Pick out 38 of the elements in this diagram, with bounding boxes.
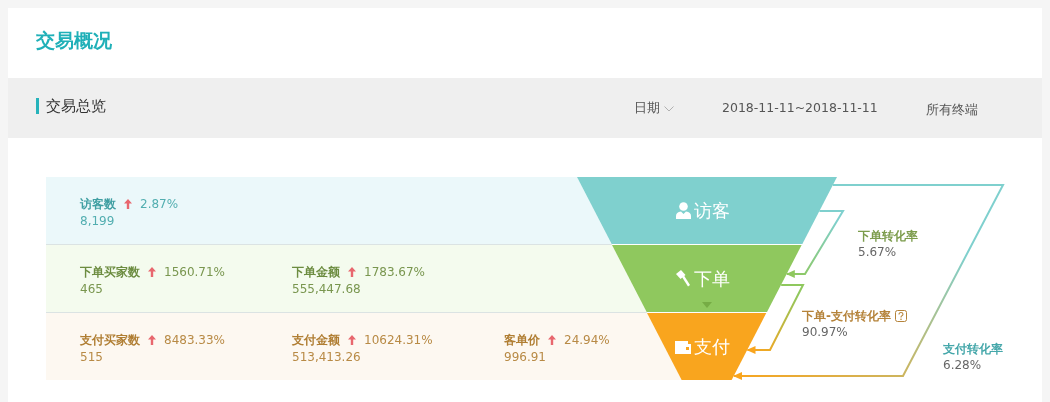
funnel-segment <box>647 313 767 380</box>
metric-band <box>46 313 682 380</box>
metric-name: 支付金额 <box>292 332 340 348</box>
metric-value: 555,447.68 <box>292 281 361 297</box>
metric-value: 465 <box>80 281 103 297</box>
metric-value: 8,199 <box>80 213 115 229</box>
filter-label: 日期 <box>634 99 660 117</box>
change-percent: 2.87% <box>140 196 179 212</box>
date-range: 2018-11-11~2018-11-11 <box>722 99 878 117</box>
funnel-label: 下单 <box>694 267 731 290</box>
metric-name: 下单买家数 <box>80 264 140 280</box>
change-percent: 8483.33% <box>164 332 226 348</box>
metric-name: 访客数 <box>80 196 116 212</box>
section-heading: 交易总览 <box>46 97 106 115</box>
metric-band <box>46 245 647 313</box>
metric-value: 513,413.26 <box>292 349 361 365</box>
page-title: 交易概况 <box>36 28 112 52</box>
metric-value: 515 <box>80 349 103 365</box>
funnel-segment <box>612 245 802 312</box>
change-percent: 1783.67% <box>364 264 426 280</box>
edge-label: 下单转化率 5.67% <box>858 228 918 260</box>
change-percent: 24.94% <box>564 332 610 348</box>
metric-name: 下单金额 <box>292 264 340 280</box>
change-percent: 10624.31% <box>364 332 433 348</box>
funnel-label: 访客 <box>694 199 730 222</box>
connector-arrow <box>746 284 805 354</box>
funnel-label: 支付 <box>694 335 731 358</box>
metric-band <box>46 177 612 245</box>
edge-label: 支付转化率 6.28% <box>943 341 1003 373</box>
connector-arrow <box>785 210 845 278</box>
change-percent: 1560.71% <box>164 264 226 280</box>
funnel-segment <box>577 177 837 244</box>
filter-label: 所有终端 <box>926 101 978 119</box>
edge-label: 下单-支付转化率 90.97% <box>802 308 891 340</box>
connector-arrow <box>733 184 1005 380</box>
metric-name: 客单价 <box>504 332 540 348</box>
metric-value: 996.91 <box>504 349 546 365</box>
metric-name: 支付买家数 <box>80 332 140 348</box>
